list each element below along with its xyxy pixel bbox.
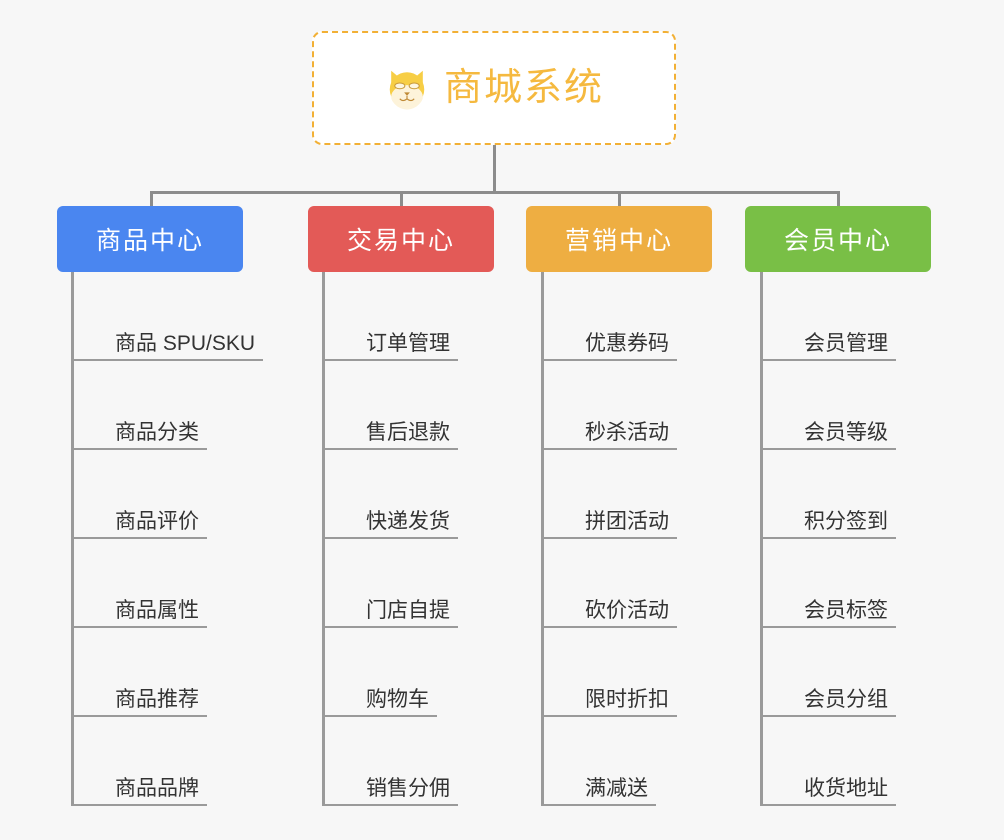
leaf-underline	[71, 448, 207, 450]
list-item[interactable]: 售后退款	[322, 361, 458, 450]
leaf-underline	[322, 537, 458, 539]
list-item[interactable]: 商品 SPU/SKU	[71, 272, 263, 361]
category-header-1[interactable]: 商品中心	[57, 206, 243, 272]
leaf-label: 会员管理	[804, 332, 888, 355]
leaf-underline	[541, 448, 677, 450]
leaf-underline	[71, 359, 263, 361]
root-node[interactable]: 商城系统	[312, 31, 676, 145]
leaf-label: 收货地址	[804, 777, 888, 800]
leaf-label: 砍价活动	[585, 599, 669, 622]
leaf-label: 积分签到	[804, 510, 888, 533]
shiba-dog-face-icon	[389, 70, 425, 110]
leaf-label: 售后退款	[366, 421, 450, 444]
column-spine-3	[541, 272, 544, 806]
leaf-underline	[541, 537, 677, 539]
leaf-label: 商品推荐	[115, 688, 199, 711]
list-item[interactable]: 会员管理	[760, 272, 896, 361]
category-header-2-label: 交易中心	[346, 227, 455, 255]
leaf-underline	[760, 359, 896, 361]
list-item[interactable]: 会员等级	[760, 361, 896, 450]
category-header-3-label: 营销中心	[564, 227, 673, 255]
list-item[interactable]: 秒杀活动	[541, 361, 677, 450]
connector-root-stem	[493, 145, 496, 193]
list-item[interactable]: 快递发货	[322, 450, 458, 539]
leaf-label: 会员分组	[804, 688, 888, 711]
list-item[interactable]: 门店自提	[322, 539, 458, 628]
leaf-underline	[322, 359, 458, 361]
list-item[interactable]: 收货地址	[760, 717, 896, 806]
list-item[interactable]: 商品评价	[71, 450, 263, 539]
list-item[interactable]: 会员分组	[760, 628, 896, 717]
list-item[interactable]: 会员标签	[760, 539, 896, 628]
list-item[interactable]: 商品属性	[71, 539, 263, 628]
connector-drop-3	[618, 191, 621, 208]
list-item[interactable]: 商品分类	[71, 361, 263, 450]
leaf-underline	[322, 804, 458, 806]
leaf-underline	[541, 359, 677, 361]
leaf-underline	[760, 537, 896, 539]
leaf-label: 门店自提	[366, 599, 450, 622]
leaf-label: 商品 SPU/SKU	[115, 332, 256, 355]
leaf-label: 满减送	[585, 777, 648, 800]
list-item[interactable]: 积分签到	[760, 450, 896, 539]
leaf-underline	[71, 537, 207, 539]
list-item[interactable]: 商品推荐	[71, 628, 263, 717]
list-item[interactable]: 优惠券码	[541, 272, 677, 361]
root-title: 商城系统	[443, 67, 604, 109]
leaf-label: 商品品牌	[115, 777, 199, 800]
leaf-underline	[760, 804, 896, 806]
category-column-2: 订单管理 售后退款 快递发货 门店自提 购物车 销售分佣	[322, 272, 458, 806]
connector-drop-4	[837, 191, 840, 208]
leaf-label: 限时折扣	[585, 688, 669, 711]
leaf-underline	[322, 715, 437, 717]
leaf-underline	[541, 804, 656, 806]
column-spine-4	[760, 272, 763, 806]
connector-drop-1	[150, 191, 153, 208]
list-item[interactable]: 订单管理	[322, 272, 458, 361]
leaf-underline	[760, 448, 896, 450]
leaf-label: 商品属性	[115, 599, 199, 622]
leaf-label: 秒杀活动	[585, 421, 669, 444]
leaf-label: 拼团活动	[585, 510, 669, 533]
leaf-underline	[71, 626, 207, 628]
leaf-underline	[71, 804, 207, 806]
list-item[interactable]: 商品品牌	[71, 717, 263, 806]
connector-horizontal-bus	[150, 191, 840, 194]
leaf-label: 会员等级	[804, 421, 888, 444]
leaf-underline	[71, 715, 207, 717]
leaf-underline	[322, 448, 458, 450]
category-column-4: 会员管理 会员等级 积分签到 会员标签 会员分组 收货地址	[760, 272, 896, 806]
connector-drop-2	[400, 191, 403, 208]
column-spine-2	[322, 272, 325, 806]
list-item[interactable]: 销售分佣	[322, 717, 458, 806]
column-spine-1	[71, 272, 74, 806]
leaf-underline	[322, 626, 458, 628]
leaf-underline	[760, 715, 896, 717]
leaf-label: 会员标签	[804, 599, 888, 622]
leaf-underline	[541, 626, 677, 628]
leaf-label: 快递发货	[366, 510, 450, 533]
category-header-4-label: 会员中心	[783, 227, 892, 255]
category-header-3[interactable]: 营销中心	[526, 206, 712, 272]
leaf-label: 购物车	[366, 688, 429, 711]
leaf-label: 商品分类	[115, 421, 199, 444]
category-column-3: 优惠券码 秒杀活动 拼团活动 砍价活动 限时折扣 满减送	[541, 272, 677, 806]
list-item[interactable]: 拼团活动	[541, 450, 677, 539]
leaf-label: 商品评价	[115, 510, 199, 533]
list-item[interactable]: 限时折扣	[541, 628, 677, 717]
category-header-4[interactable]: 会员中心	[745, 206, 931, 272]
leaf-label: 优惠券码	[585, 332, 669, 355]
list-item[interactable]: 满减送	[541, 717, 677, 806]
leaf-label: 订单管理	[366, 332, 450, 355]
leaf-label: 销售分佣	[366, 777, 450, 800]
category-header-1-label: 商品中心	[95, 227, 204, 255]
category-header-2[interactable]: 交易中心	[308, 206, 494, 272]
category-column-1: 商品 SPU/SKU 商品分类 商品评价 商品属性 商品推荐 商品品牌	[71, 272, 263, 806]
leaf-underline	[541, 715, 677, 717]
list-item[interactable]: 购物车	[322, 628, 458, 717]
leaf-underline	[760, 626, 896, 628]
list-item[interactable]: 砍价活动	[541, 539, 677, 628]
